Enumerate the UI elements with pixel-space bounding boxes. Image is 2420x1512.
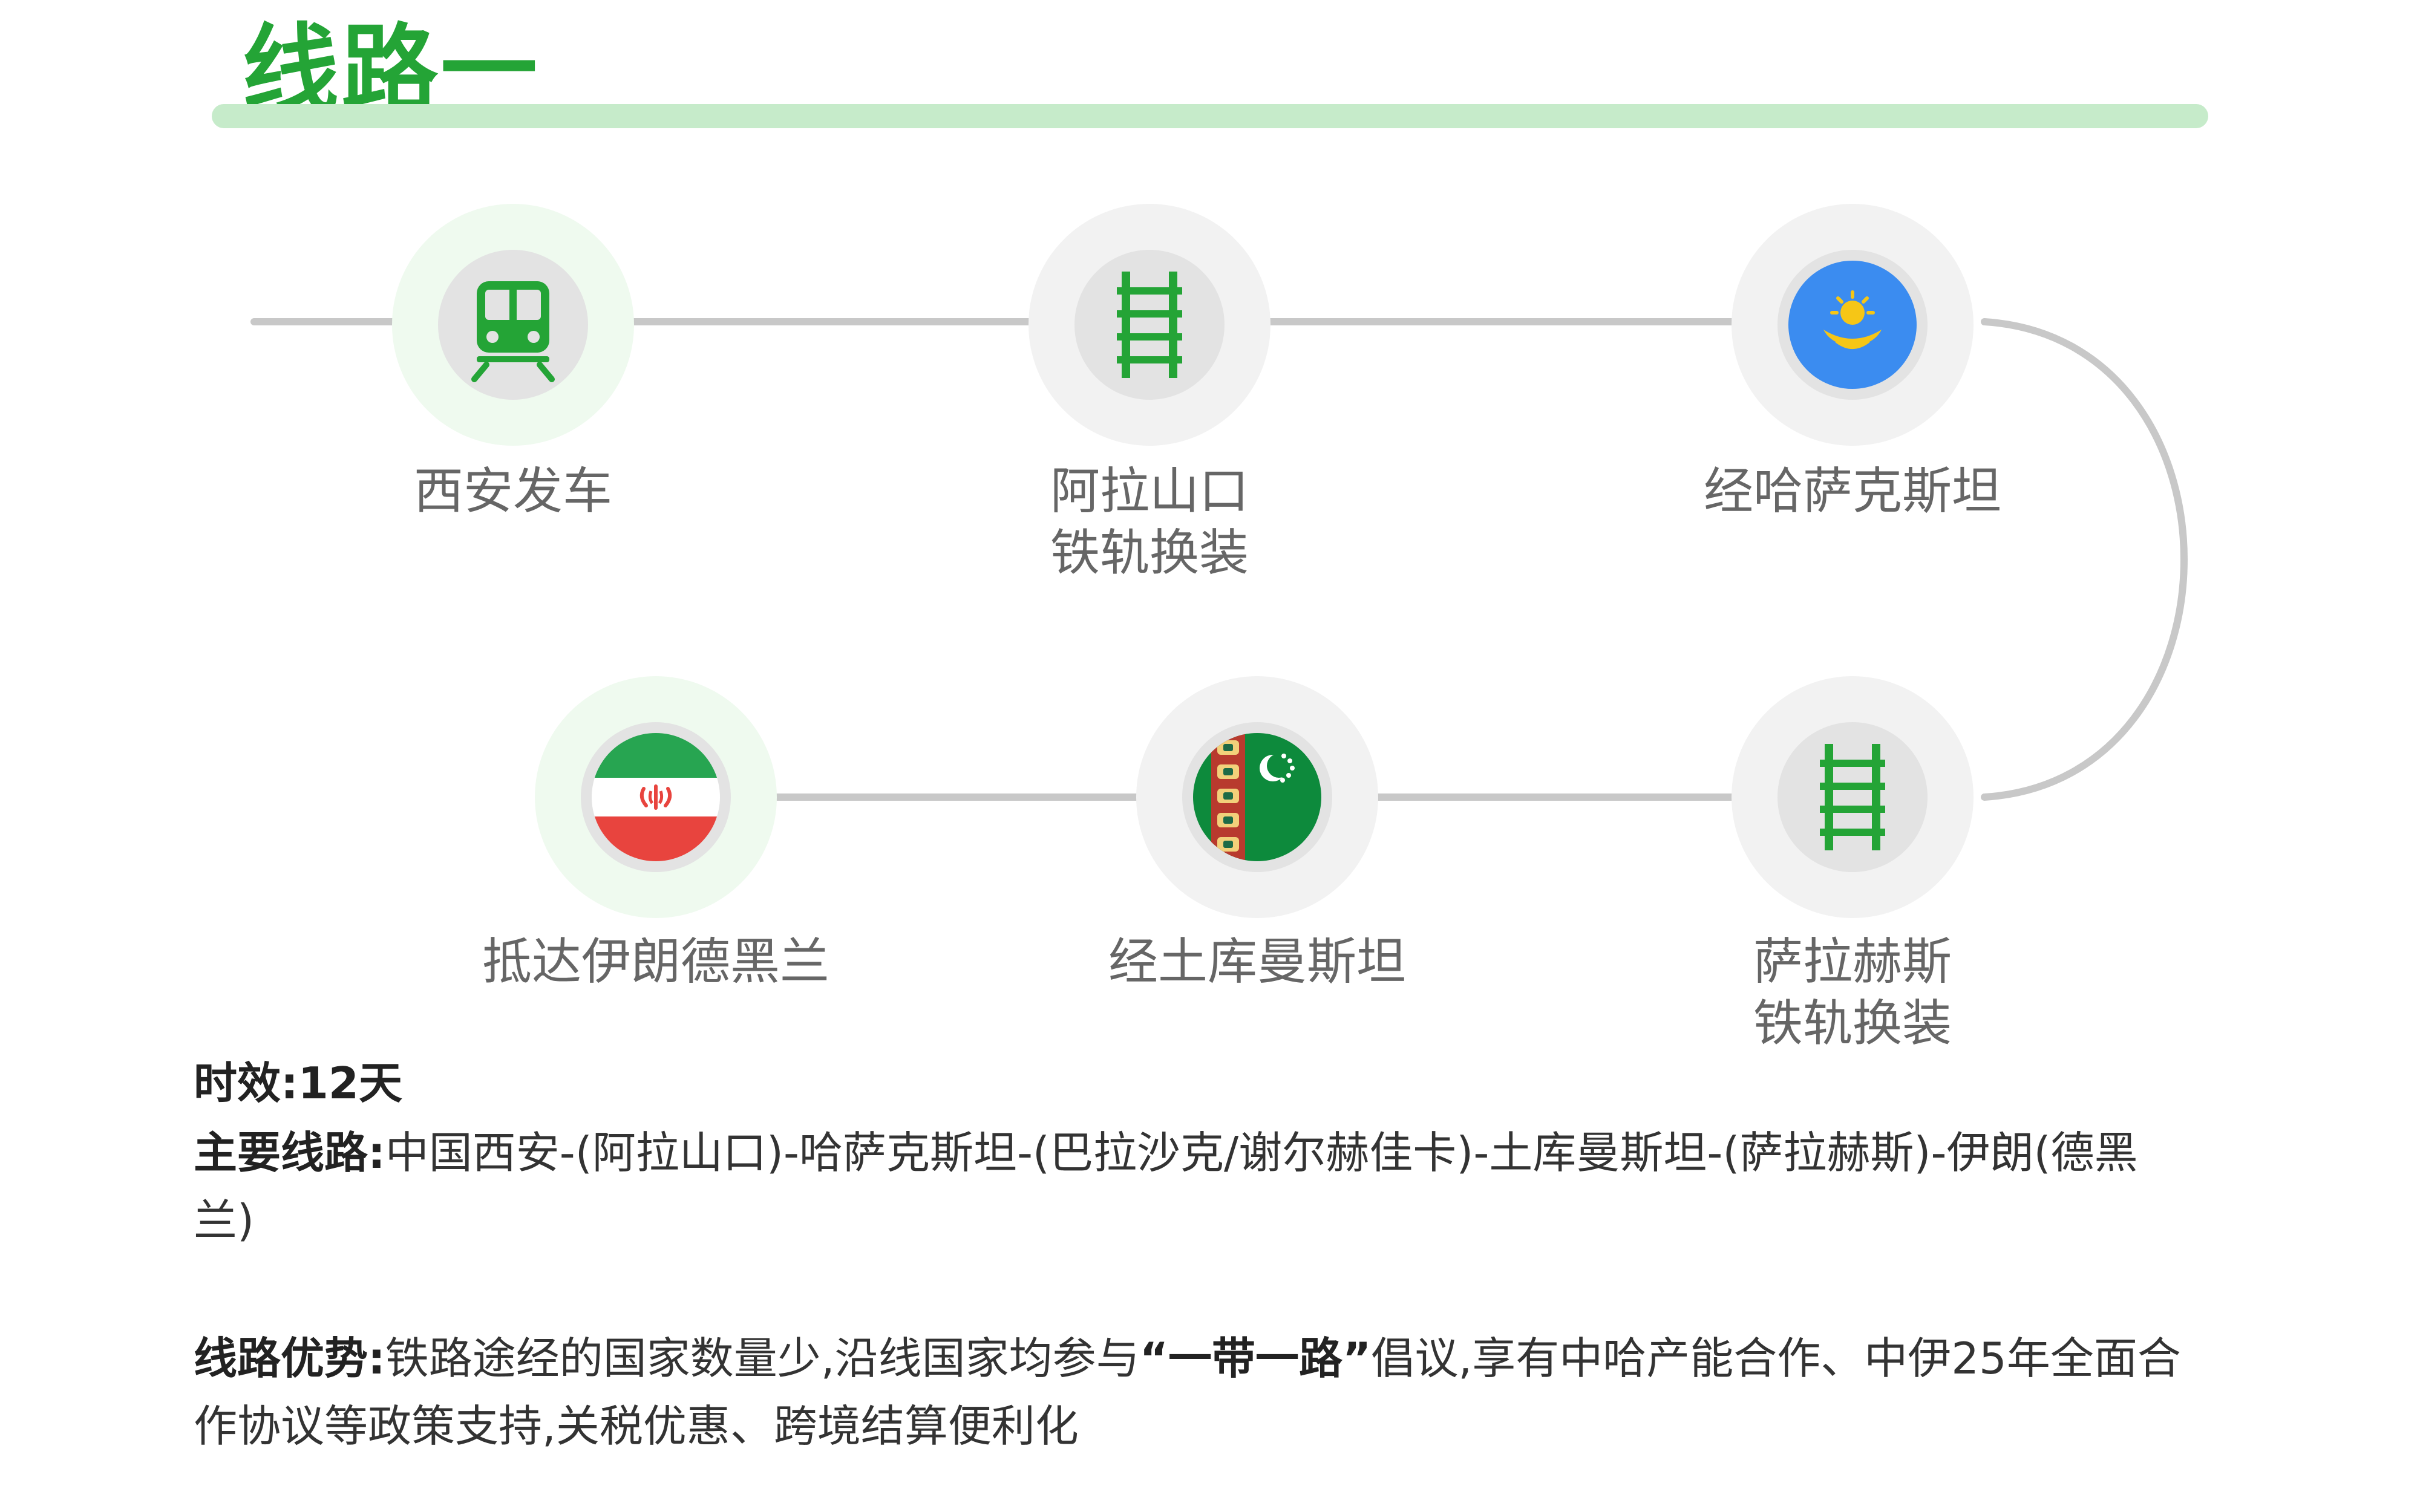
station-icon-container (1777, 722, 1928, 872)
route-advantage-label: 线路优势: (194, 1333, 385, 1384)
route-advantage-paragraph: 线路优势:铁路途经的国家数量少,沿线国家均参与“一带一路”倡议,享有中哈产能合作… (194, 1325, 2190, 1460)
station-label-line: 阿拉山口 (1050, 463, 1249, 520)
station-icon-container (1074, 250, 1225, 400)
timing-line: 时效:12天 (194, 1049, 2190, 1117)
station-label-line: 经哈萨克斯坦 (1703, 463, 2001, 520)
rail-track-icon (1117, 272, 1182, 378)
station-node-turkmenistan (1136, 676, 1378, 918)
turkmenistan-flag-icon (1193, 733, 1321, 861)
station-label-line: 铁轨换装 (1050, 524, 1249, 582)
station-label-tehran: 抵达伊朗德黑兰 (414, 931, 898, 993)
route-advantage-text: 铁路途经的国家数量少,沿线国家均参与 (385, 1333, 1140, 1384)
station-label-alashankou: 阿拉山口 铁轨换装 (908, 461, 1392, 584)
station-node-xian (392, 204, 634, 446)
belt-and-road-highlight: “一带一路” (1139, 1333, 1372, 1384)
route-advantage-text-rest: 倡议,享有中哈产能合作、中伊25年全面合作协议等政策支持,关税优惠、跨境结算便利… (194, 1333, 2181, 1452)
route-line-curve (1981, 318, 2188, 801)
station-node-sarakhs (1732, 676, 1974, 918)
station-label-sarakhs: 萨拉赫斯 铁轨换装 (1611, 931, 2095, 1055)
station-label-line: 西安发车 (413, 463, 612, 520)
main-route-value: 中国西安-(阿拉山口)-哈萨克斯坦-(巴拉沙克/谢尔赫佳卡)-土库曼斯坦-(萨拉… (194, 1127, 2138, 1246)
kazakhstan-flag-icon (1788, 261, 1917, 389)
main-route-label: 主要线路: (194, 1127, 385, 1178)
station-label-line: 萨拉赫斯 (1753, 933, 1952, 991)
main-route-paragraph: 主要线路:中国西安-(阿拉山口)-哈萨克斯坦-(巴拉沙克/谢尔赫佳卡)-土库曼斯… (194, 1119, 2190, 1254)
train-icon (471, 281, 555, 382)
station-label-xian: 西安发车 (271, 461, 755, 523)
rail-track-icon (1820, 744, 1885, 850)
timing-value: 12天 (298, 1058, 402, 1109)
station-icon-container (1182, 722, 1332, 872)
station-node-tehran (535, 676, 777, 918)
station-icon-container (581, 722, 731, 872)
station-label-line: 铁轨换装 (1753, 995, 1952, 1052)
timing-label: 时效: (194, 1058, 298, 1109)
iran-flag-icon (592, 733, 720, 861)
station-label-line: 经土库曼斯坦 (1108, 933, 1406, 991)
station-label-kazakhstan: 经哈萨克斯坦 (1611, 461, 2095, 523)
station-node-alashankou (1028, 204, 1270, 446)
station-node-kazakhstan (1732, 204, 1974, 446)
station-label-turkmenistan: 经土库曼斯坦 (1015, 931, 1499, 993)
title-underline (212, 104, 2208, 128)
station-icon-container (1777, 250, 1928, 400)
station-label-line: 抵达伊朗德黑兰 (482, 933, 829, 991)
station-icon-container (438, 250, 588, 400)
